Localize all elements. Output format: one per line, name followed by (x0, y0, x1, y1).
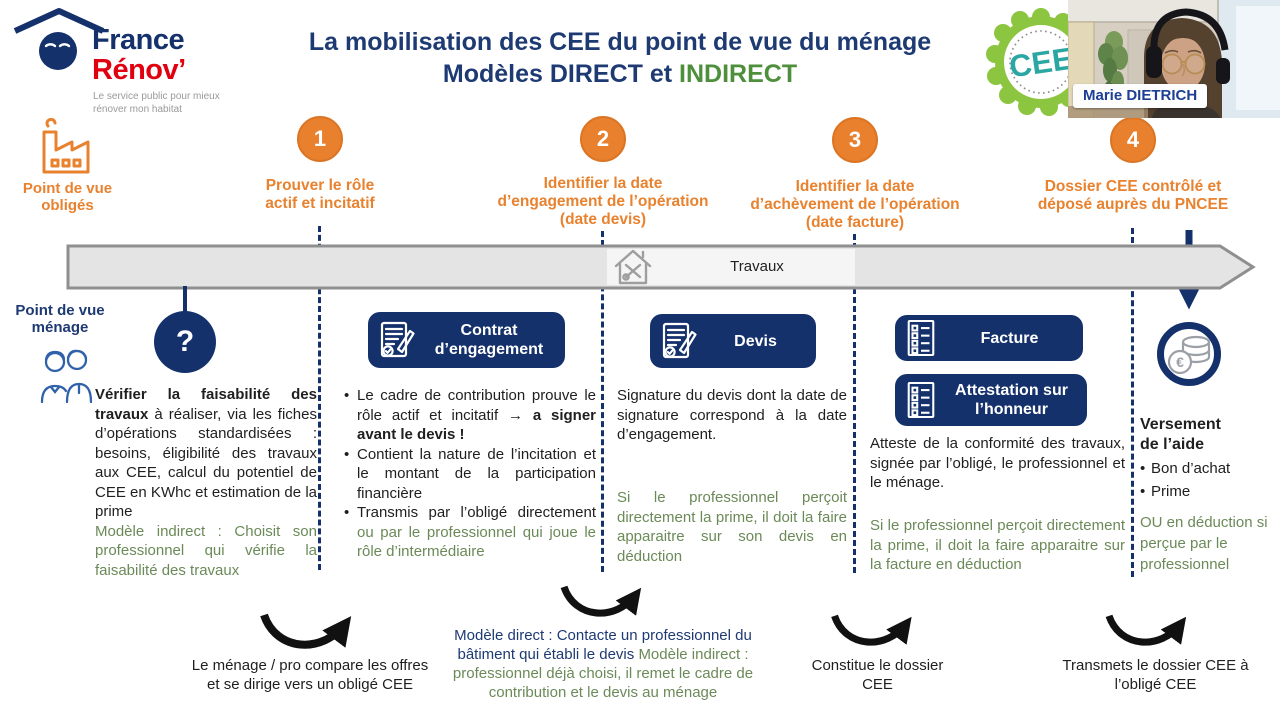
attestation-box: Attestation sur l’honneur (895, 374, 1087, 426)
household-couple-icon (40, 349, 93, 404)
brand-name-top: France (92, 24, 185, 56)
contrat-box-label: Contrat d’engagement (434, 322, 544, 358)
contrat-bullet-2-text: Contient la nature de l’incitation et le… (357, 445, 596, 502)
contrat-bullet-3-text: Transmis par l’obligé directement (357, 504, 596, 521)
subtitle-highlight: INDIRECT (679, 60, 798, 88)
contrat-bullet-3: Transmis par l’obligé directement ou par… (344, 503, 596, 562)
feasibility-paragraph: Vérifier la faisabilité des travaux à ré… (95, 385, 317, 580)
devis-box-label: Devis (734, 332, 777, 350)
step-4-circle: 4 (1110, 117, 1156, 163)
question-circle: ? (154, 311, 216, 373)
brand-tagline: Le service public pour mieux rénover mon… (93, 91, 220, 115)
step-2-guide-line (601, 231, 604, 572)
page-subtitle: Modèles DIRECT et INDIRECT (260, 60, 980, 89)
question-connector (183, 286, 187, 313)
facture-green-note: Si le professionnel perçoit directement … (870, 517, 1125, 573)
step-4-title: Dossier CEE contrôlé et déposé auprès du… (1037, 178, 1229, 213)
page-title: La mobilisation des CEE du point de vue … (308, 28, 932, 56)
subtitle-prefix: Modèles DIRECT et (442, 60, 680, 88)
step-4-number: 4 (1126, 127, 1140, 152)
next-step-arrow (1105, 614, 1187, 646)
payment-circle: € (1157, 322, 1221, 386)
facture-box: Facture (895, 315, 1083, 361)
note-compare-offres: Le ménage / pro compare les offres et se… (191, 657, 429, 693)
devis-paragraph: Signature du devis dont la date de signa… (617, 387, 847, 443)
versement-bullet-1-text: Bon d’achat (1151, 460, 1231, 477)
feasibility-indirect-note: Modèle indirect : Choisit son profession… (95, 522, 317, 579)
step-2-number: 2 (596, 126, 610, 151)
versement-heading: Versement de l’aide (1140, 416, 1221, 453)
devis-box: Devis (650, 314, 816, 368)
note-modele-direct: Modèle direct : Contacte un professionne… (454, 627, 752, 663)
step-1-guide-line (318, 226, 321, 570)
step-3-circle: 3 (832, 117, 878, 163)
step-2-title: Identifier la date d’engagement de l’opé… (497, 175, 709, 228)
france-renov-house-icon (13, 8, 105, 70)
note-modele-direct-indirect: Modèle direct : Contacte un professionne… (437, 626, 769, 702)
plant-decoration (1098, 31, 1128, 99)
feasibility-bold: Vérifier la faisabilité des travaux (95, 386, 317, 423)
devis-green-note: Si le professionnel perçoit directement … (617, 489, 847, 565)
next-step-arrow (560, 585, 642, 617)
note-transmet-dossier: Transmets le dossier CEE à l’obligé CEE (1062, 657, 1249, 693)
attestation-box-label: Attestation sur l’honneur (955, 382, 1068, 418)
timeline-label: Travaux (730, 258, 784, 275)
contrat-bullets: Le cadre de contribution prouve le rôle … (344, 386, 596, 562)
feasibility-rest: à réaliser, via les fiches d’opérations … (95, 405, 317, 521)
contrat-bullet-1-bold: → a signer avant le devis ! (357, 406, 596, 444)
step-1-number: 1 (313, 126, 327, 151)
note-modele-indirect: Modèle indirect : professionnel déjà cho… (452, 646, 754, 701)
brand-name-bottom: Rénov’ (92, 54, 186, 86)
signed-document-icon (380, 321, 415, 358)
facture-paragraph: Atteste de la conformité des travaux, si… (870, 435, 1125, 491)
contrat-box: Contrat d’engagement (368, 312, 565, 368)
versement-green-note: OU en déduction si perçue par le profess… (1140, 514, 1268, 573)
svg-text:€: € (1176, 354, 1184, 370)
viewpoint-obliges-label: Point de vue obligés (22, 180, 113, 214)
viewpoint-menage-label: Point de vue ménage (15, 302, 105, 336)
versement-bullet-1: Bon d’achat (1140, 457, 1275, 480)
coins-euro-icon: € (1167, 335, 1211, 375)
step-3-number: 3 (848, 127, 862, 152)
contrat-bullet-2: Contient la nature de l’incitation et le… (344, 445, 596, 504)
step-1-title: Prouver le rôle actif et incitatif (265, 177, 375, 212)
contrat-bullet-3-green: ou par le professionnel qui joue le rôle… (357, 523, 596, 561)
renovation-house-icon (614, 249, 652, 285)
next-step-arrow (831, 614, 912, 646)
speaker-name-tag: Marie DIETRICH (1073, 84, 1208, 108)
factory-icon (42, 118, 90, 174)
facture-box-label: Facture (980, 329, 1039, 347)
timeline-bar (66, 244, 1256, 290)
versement-bullet-2-text: Prime (1151, 483, 1191, 500)
contrat-bullet-1: Le cadre de contribution prouve le rôle … (344, 386, 596, 445)
question-mark: ? (175, 325, 195, 358)
note-constitue-dossier: Constitue le dossier CEE (811, 657, 944, 693)
contrat-bullet-1-text: Le cadre de contribution prouve le rôle … (357, 387, 596, 424)
versement-bullets: Bon d’achat Prime (1140, 457, 1275, 503)
versement-bullet-2: Prime (1140, 480, 1275, 503)
next-step-arrow (260, 613, 352, 649)
checklist-icon (907, 381, 935, 419)
step-3-title: Identifier la date d’achèvement de l’opé… (750, 178, 960, 231)
step-1-circle: 1 (297, 116, 343, 162)
step-4-guide-line (1131, 228, 1134, 577)
webcam-video[interactable]: Marie DIETRICH (1068, 0, 1280, 118)
step-3-guide-line (853, 234, 856, 573)
step-2-circle: 2 (580, 116, 626, 162)
checklist-icon (907, 319, 935, 357)
signed-document-icon (662, 322, 697, 359)
